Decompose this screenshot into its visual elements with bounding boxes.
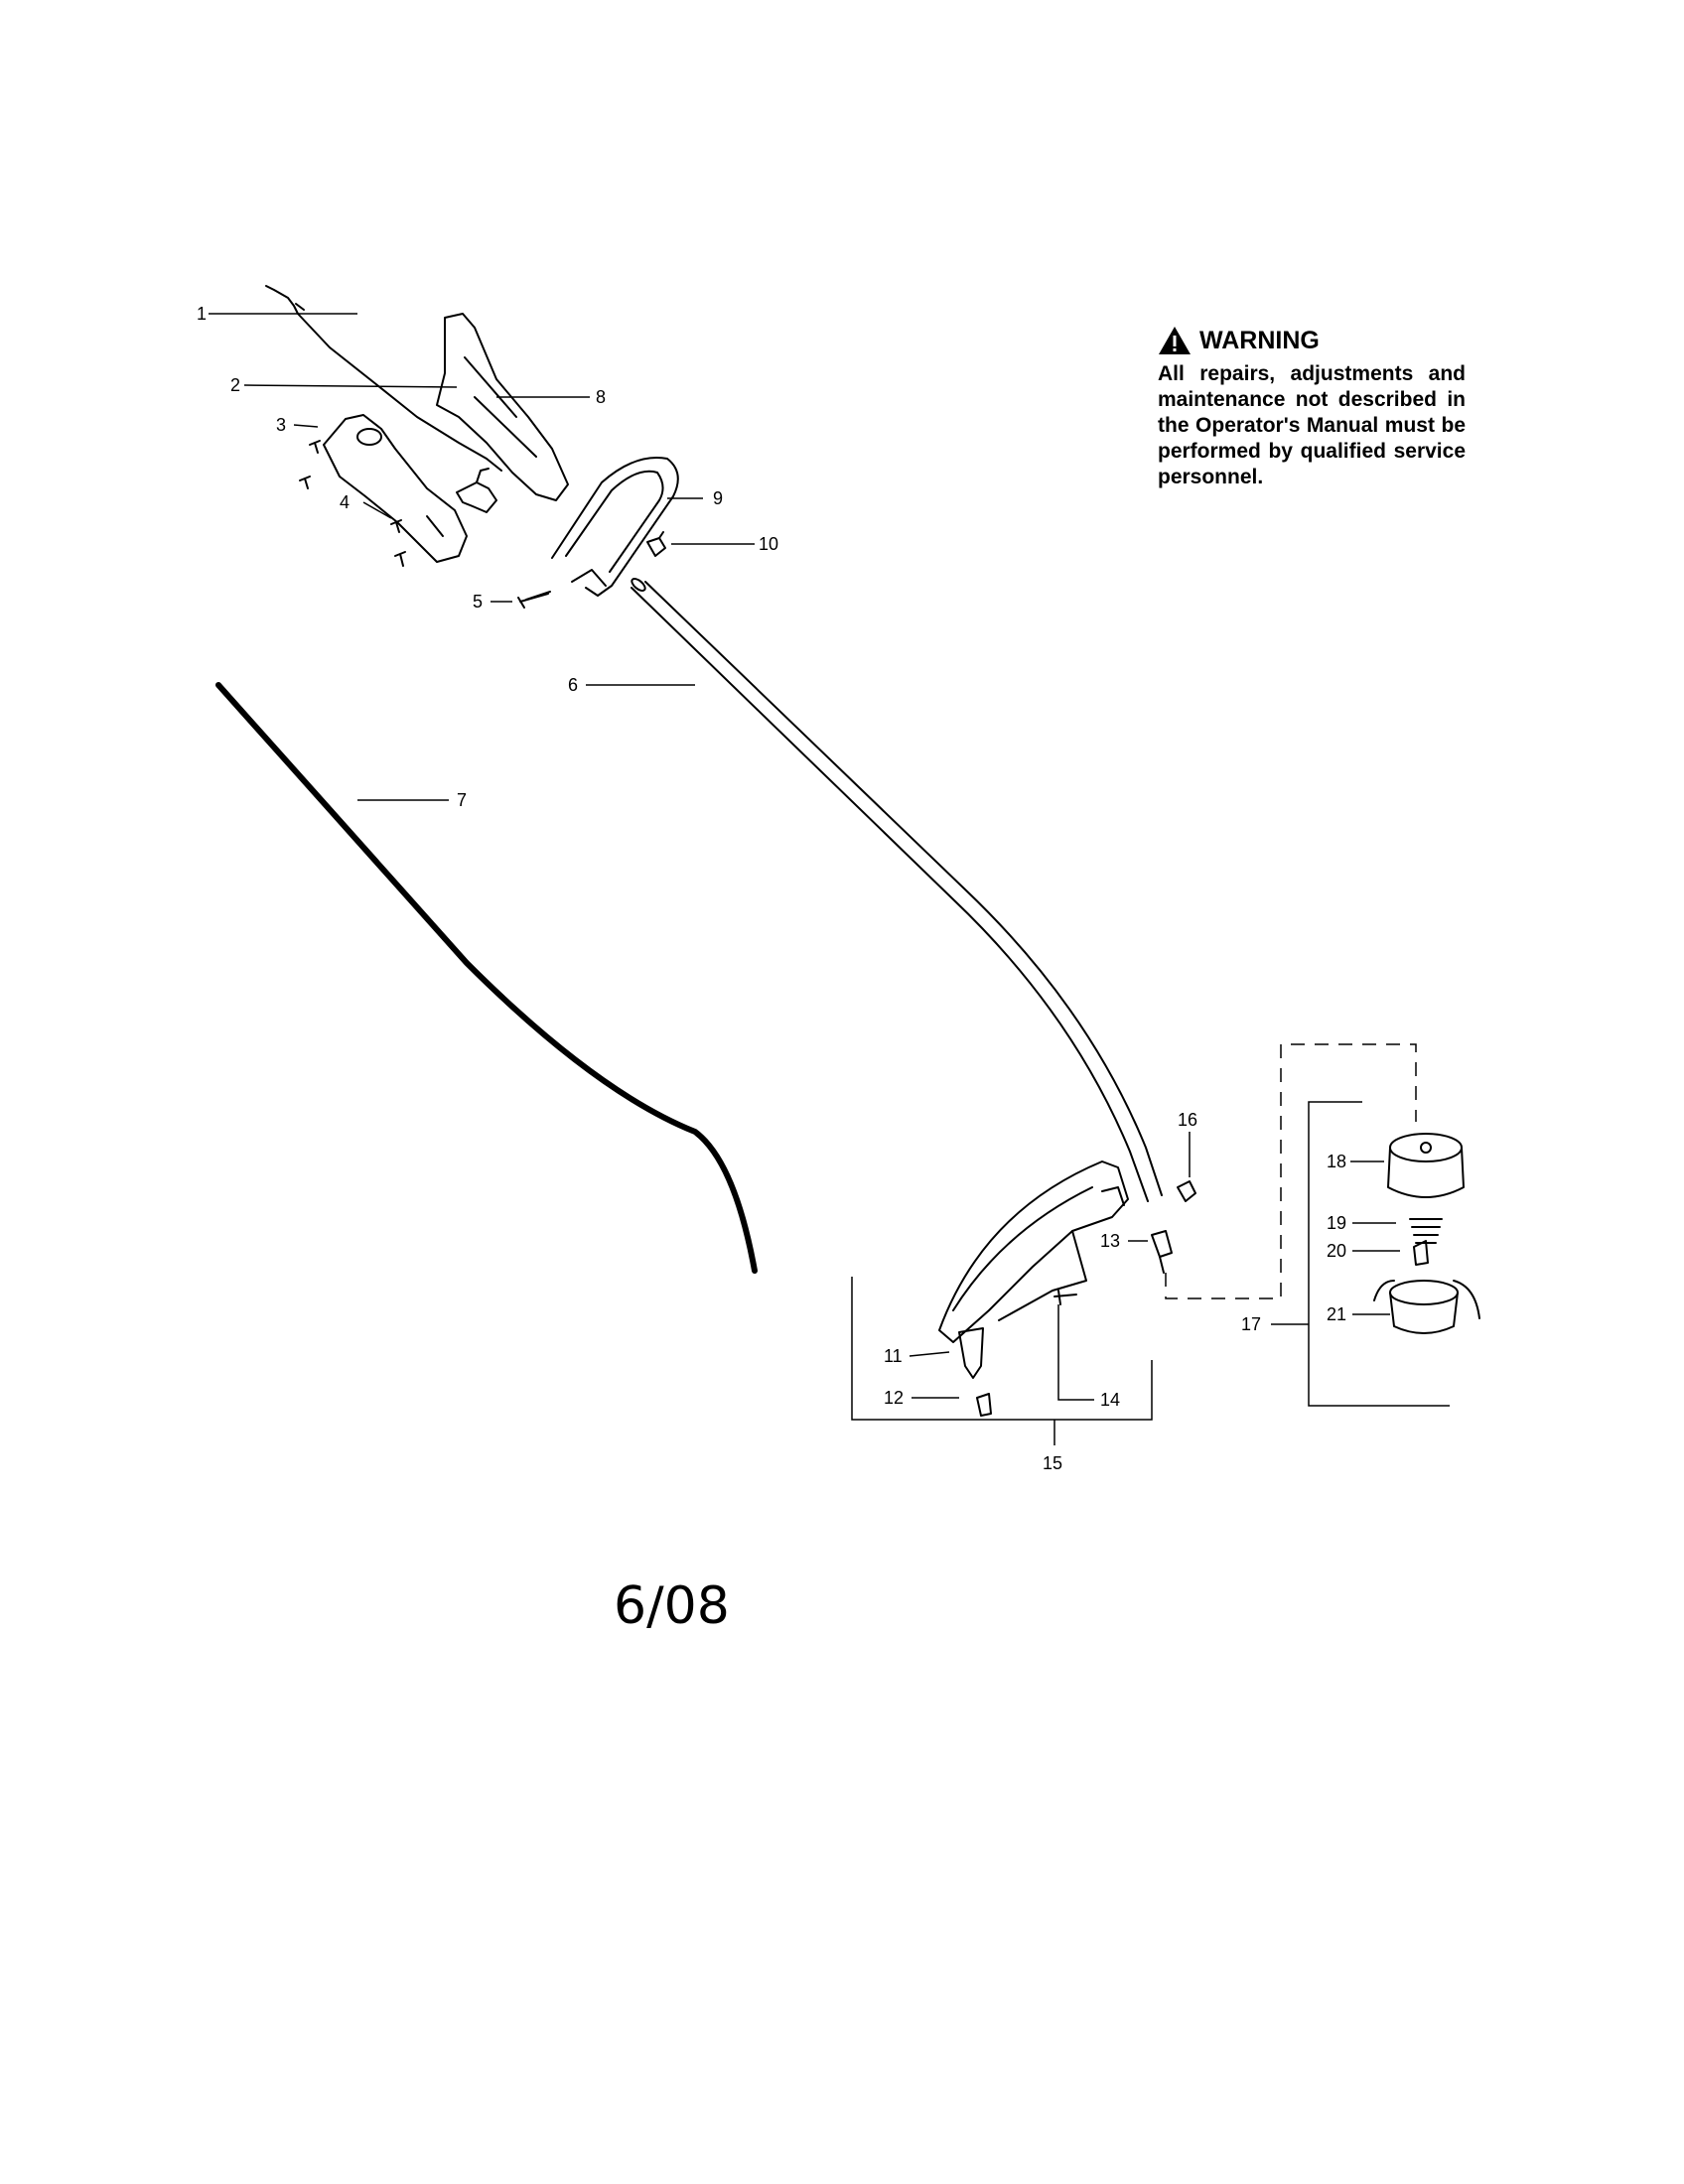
callout-9: 9 bbox=[713, 488, 723, 508]
part-14-screw bbox=[1053, 1290, 1077, 1305]
callout-1: 1 bbox=[197, 304, 207, 324]
part-13-shaft-fitting bbox=[1151, 1230, 1173, 1274]
warning-notice: WARNING All repairs, adjustments and mai… bbox=[1158, 326, 1466, 490]
callout-5: 5 bbox=[473, 592, 483, 612]
warning-heading: WARNING bbox=[1158, 326, 1466, 355]
part-3-handle-half bbox=[323, 414, 468, 563]
part-4-screws bbox=[299, 440, 406, 567]
leader-14 bbox=[1057, 1304, 1094, 1401]
dashed-connector bbox=[1165, 1043, 1417, 1299]
part-18-spool-cap bbox=[1387, 1133, 1465, 1198]
callout-21: 21 bbox=[1327, 1304, 1346, 1324]
part-6-shaft-tube bbox=[631, 578, 1163, 1202]
bracket-15 bbox=[851, 1277, 1153, 1445]
part-10-wing-nut bbox=[646, 531, 666, 557]
part-15-guard-assembly bbox=[938, 1160, 1129, 1343]
part-21-trimmer-head bbox=[1373, 1280, 1480, 1334]
warning-title: WARNING bbox=[1199, 326, 1320, 354]
callout-19: 19 bbox=[1327, 1213, 1346, 1233]
callout-13: 13 bbox=[1100, 1231, 1120, 1251]
leader-4 bbox=[362, 501, 392, 519]
part-9-loop-handle bbox=[551, 457, 679, 597]
callout-2: 2 bbox=[230, 375, 240, 395]
callout-14: 14 bbox=[1100, 1390, 1120, 1410]
warning-triangle-icon bbox=[1159, 327, 1191, 354]
callout-3: 3 bbox=[276, 415, 286, 435]
callout-17: 17 bbox=[1241, 1314, 1261, 1334]
warning-text: All repairs, adjustments and maintenance… bbox=[1158, 362, 1466, 488]
part-7-drive-cable bbox=[215, 682, 758, 1274]
part-19-spring bbox=[1409, 1218, 1443, 1244]
part-12-line-cutter bbox=[976, 1393, 992, 1417]
callout-16: 16 bbox=[1178, 1110, 1197, 1130]
part-2-throttle-trigger bbox=[456, 468, 497, 513]
leader-11 bbox=[909, 1351, 950, 1357]
part-11-guard-clip bbox=[958, 1327, 984, 1379]
callout-12: 12 bbox=[884, 1388, 904, 1408]
part-8-handle-half bbox=[436, 313, 569, 501]
callout-7: 7 bbox=[457, 790, 467, 810]
callout-20: 20 bbox=[1327, 1241, 1346, 1261]
callout-8: 8 bbox=[596, 387, 606, 407]
callout-6: 6 bbox=[568, 675, 578, 695]
part-16-wing-nut bbox=[1177, 1180, 1196, 1202]
part-5-bolt bbox=[517, 591, 551, 609]
part-1-throttle-cable bbox=[265, 285, 502, 472]
date-code: 6/08 bbox=[614, 1576, 730, 1636]
leader-3 bbox=[293, 424, 319, 428]
callout-11: 11 bbox=[884, 1346, 903, 1366]
callout-15: 15 bbox=[1043, 1453, 1062, 1473]
part-20-eyelet bbox=[1413, 1240, 1429, 1266]
callout-4: 4 bbox=[340, 492, 350, 512]
callout-10: 10 bbox=[759, 534, 778, 554]
leader-2 bbox=[243, 384, 458, 388]
callout-18: 18 bbox=[1327, 1152, 1346, 1171]
bracket-17 bbox=[1308, 1101, 1450, 1407]
